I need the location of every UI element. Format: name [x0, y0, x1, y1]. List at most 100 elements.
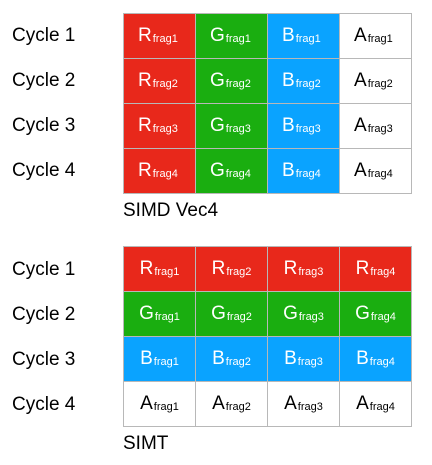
channel-letter: A — [356, 393, 369, 414]
fragment-subscript: frag2 — [225, 78, 251, 90]
channel-letter: A — [354, 115, 367, 136]
channel-letter: R — [138, 115, 152, 136]
channel-letter: G — [210, 70, 225, 91]
channel-letter: B — [212, 348, 225, 369]
channel-letter: A — [354, 25, 367, 46]
channel-letter: R — [211, 258, 226, 279]
fragment-subscript: frag2 — [226, 311, 252, 323]
simd-cycle-label: Cycle 2 — [12, 70, 76, 91]
fragment-subscript: frag2 — [295, 78, 321, 90]
channel-letter: B — [284, 348, 297, 369]
fragment-subscript: frag2 — [367, 78, 393, 90]
fragment-subscript: frag4 — [295, 168, 321, 180]
fragment-subscript: frag3 — [298, 266, 324, 278]
fragment-subscript: frag3 — [298, 311, 324, 323]
channel-letter: A — [284, 393, 297, 414]
channel-letter: R — [355, 258, 370, 279]
fragment-subscript: frag2 — [225, 401, 251, 413]
channel-letter: G — [283, 303, 298, 324]
fragment-subscript: frag1 — [152, 33, 178, 45]
channel-letter: A — [140, 393, 153, 414]
channel-letter: G — [210, 115, 225, 136]
channel-letter: B — [282, 115, 295, 136]
fragment-subscript: frag4 — [367, 168, 393, 180]
channel-letter: B — [282, 25, 295, 46]
channel-letter: G — [355, 303, 370, 324]
channel-letter: G — [211, 303, 226, 324]
channel-letter: G — [210, 25, 225, 46]
fragment-subscript: frag3 — [367, 123, 393, 135]
fragment-subscript: frag4 — [370, 266, 396, 278]
channel-letter: A — [212, 393, 225, 414]
fragment-subscript: frag4 — [152, 168, 178, 180]
simd-cycle-label: Cycle 1 — [12, 25, 76, 46]
simt-cycle-label: Cycle 3 — [12, 349, 76, 370]
simt-caption: SIMT — [123, 433, 169, 454]
channel-letter: G — [139, 303, 154, 324]
channel-letter: A — [354, 160, 367, 181]
fragment-subscript: frag1 — [154, 311, 180, 323]
channel-letter: R — [139, 258, 154, 279]
fragment-subscript: frag2 — [226, 266, 252, 278]
fragment-subscript: frag1 — [153, 356, 179, 368]
simd-cycle-label: Cycle 4 — [12, 160, 76, 181]
channel-letter: G — [210, 160, 225, 181]
fragment-subscript: frag1 — [153, 401, 179, 413]
fragment-subscript: frag4 — [369, 356, 395, 368]
fragment-subscript: frag3 — [225, 123, 251, 135]
fragment-subscript: frag2 — [225, 356, 251, 368]
simt-cycle-label: Cycle 1 — [12, 259, 76, 280]
simt-cycle-label: Cycle 2 — [12, 304, 76, 325]
fragment-subscript: frag3 — [297, 356, 323, 368]
simt-cycle-label: Cycle 4 — [12, 394, 76, 415]
channel-letter: A — [354, 70, 367, 91]
fragment-subscript: frag1 — [367, 33, 393, 45]
fragment-subscript: frag3 — [297, 401, 323, 413]
fragment-subscript: frag3 — [295, 123, 321, 135]
fragment-subscript: frag1 — [225, 33, 251, 45]
channel-letter: B — [282, 160, 295, 181]
fragment-subscript: frag4 — [370, 311, 396, 323]
channel-letter: R — [138, 160, 152, 181]
fragment-subscript: frag2 — [152, 78, 178, 90]
channel-letter: B — [356, 348, 369, 369]
fragment-subscript: frag4 — [369, 401, 395, 413]
fragment-subscript: frag1 — [295, 33, 321, 45]
channel-letter: B — [140, 348, 153, 369]
channel-letter: R — [138, 70, 152, 91]
channel-letter: R — [283, 258, 298, 279]
fragment-subscript: frag4 — [225, 168, 251, 180]
channel-letter: B — [282, 70, 295, 91]
